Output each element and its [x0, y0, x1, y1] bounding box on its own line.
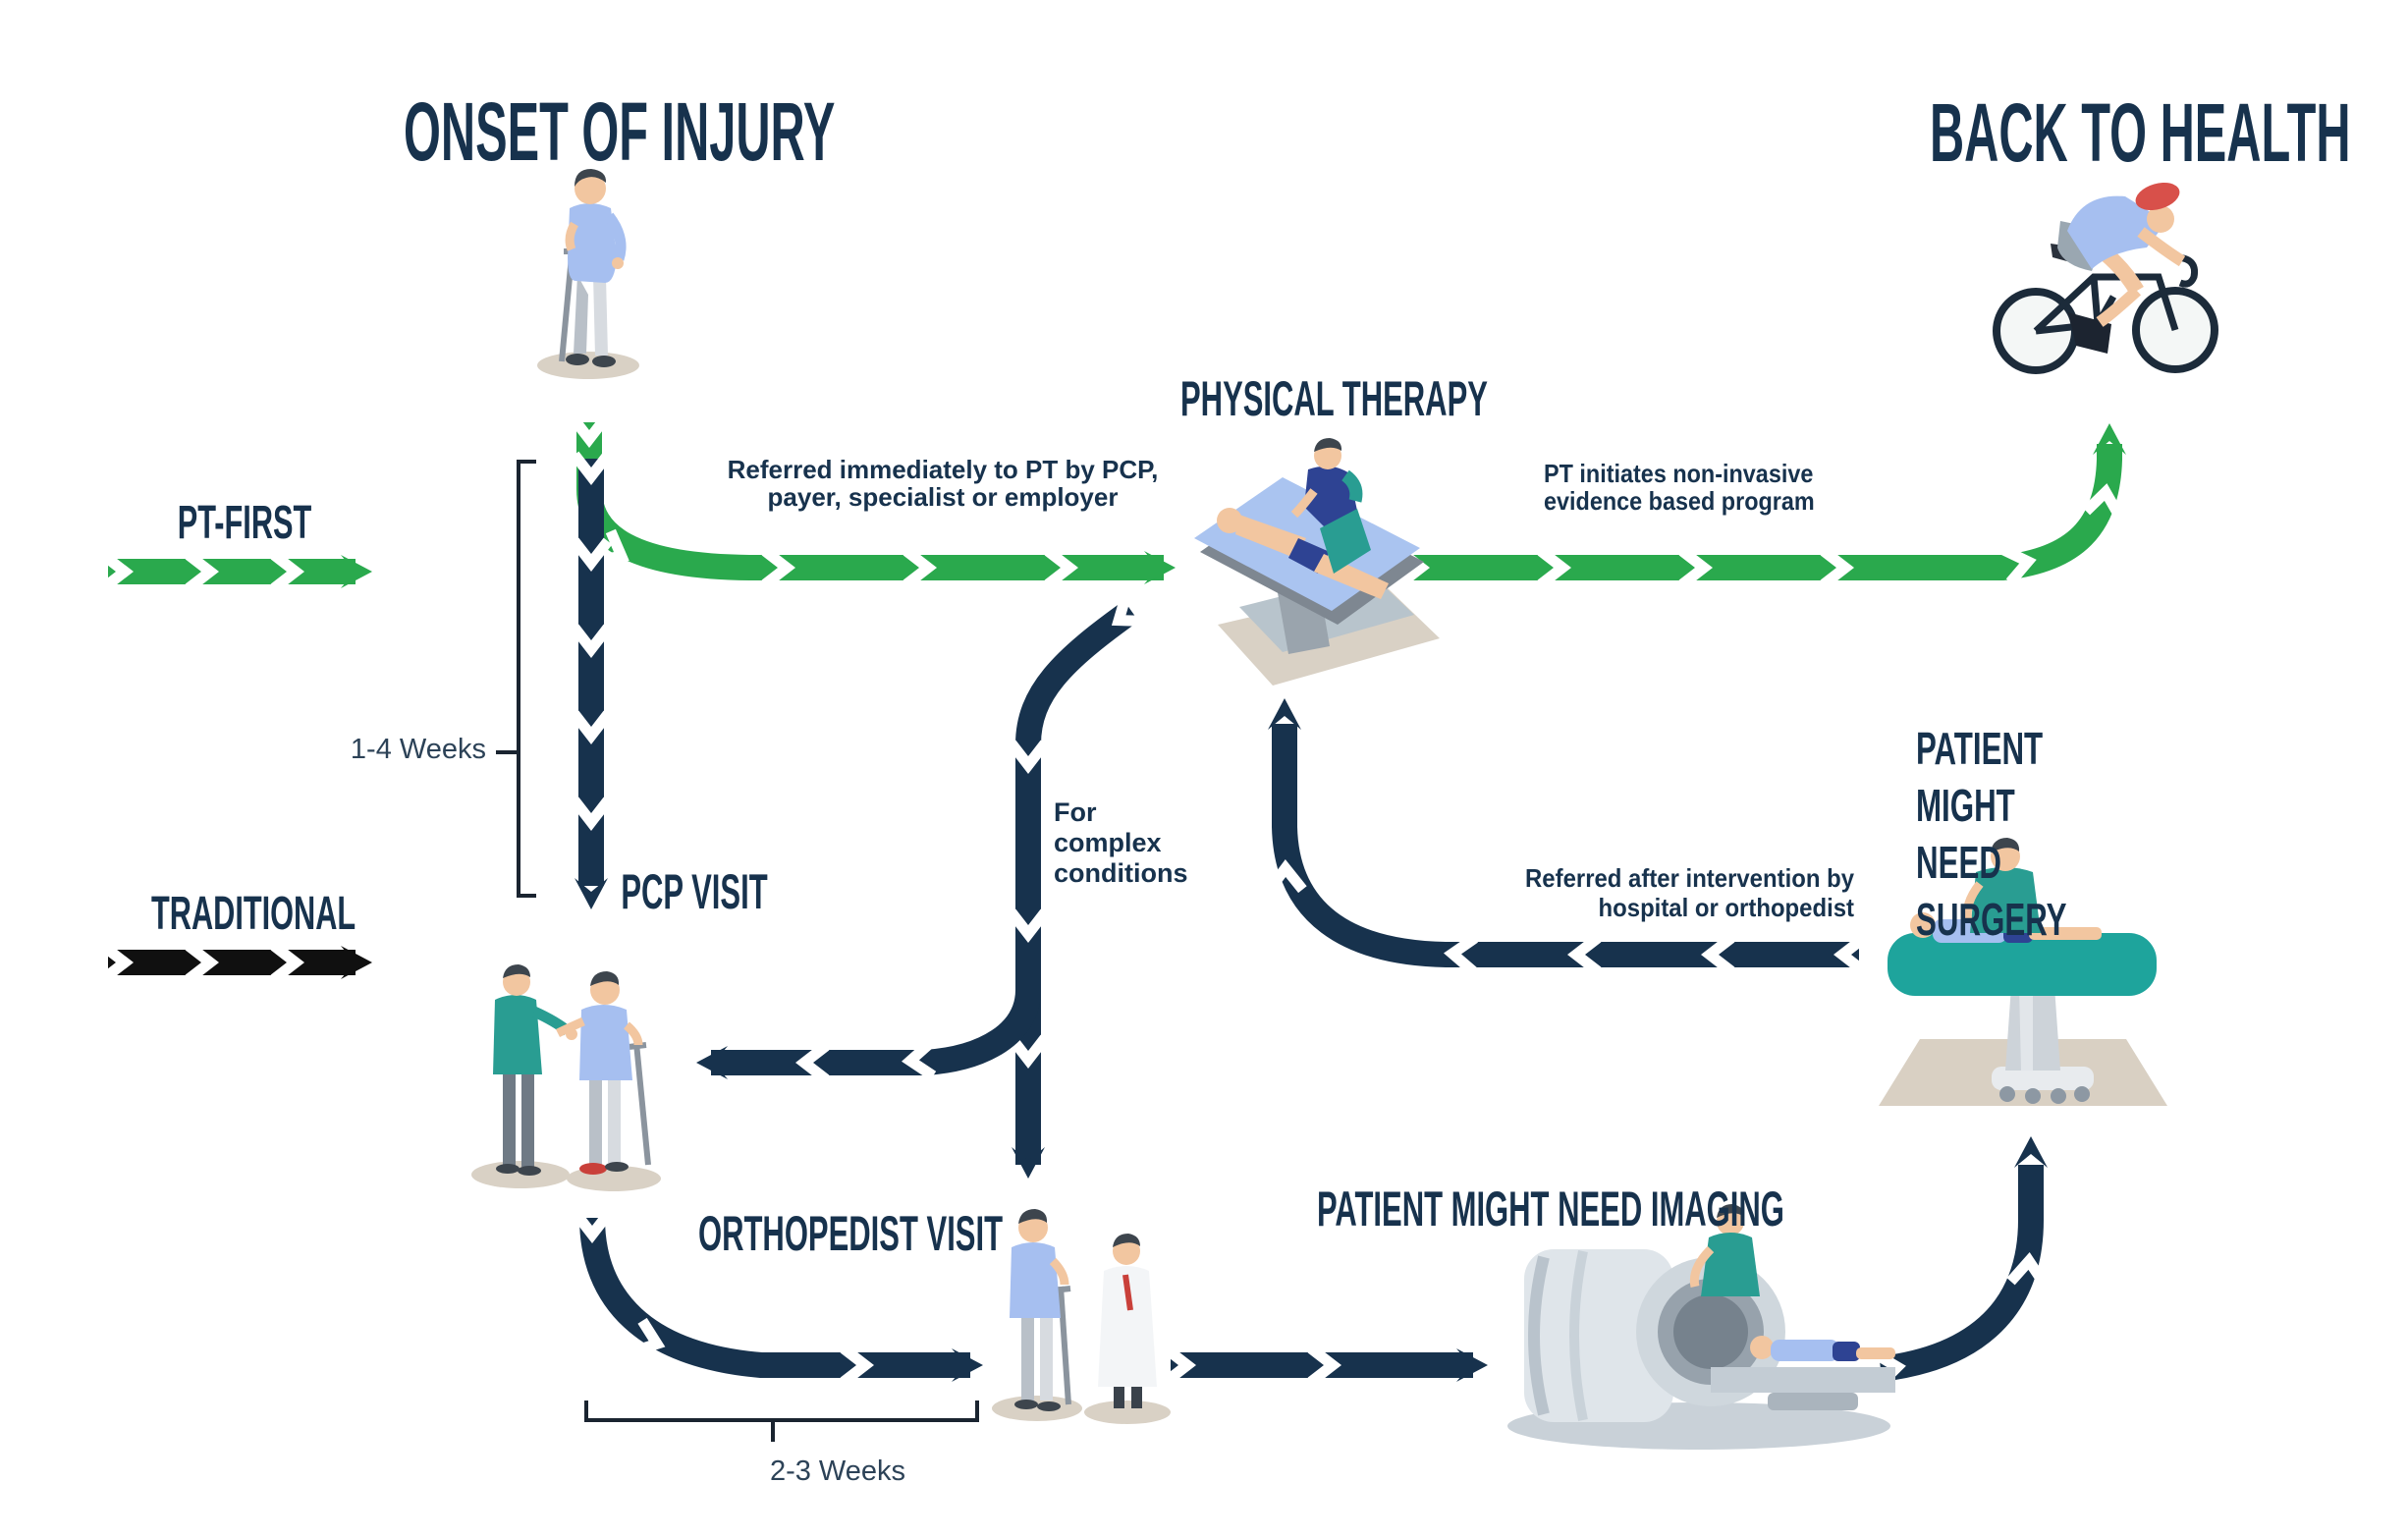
referred-after-note: Referred after intervention by hospital …	[1525, 863, 1854, 922]
path-complex-branch-to-pcp	[696, 989, 1041, 1079]
physical-therapy-title: PHYSICAL THERAPY	[1180, 371, 1488, 426]
pt-initiates-note: PT initiates non-invasive evidence based…	[1544, 459, 1815, 516]
path-complex-conditions	[1012, 594, 1146, 1179]
imaging-title: PATIENT MIGHT NEED IMAGING	[1317, 1181, 1784, 1236]
surgery-title: PATIENT MIGHT NEED SURGERY	[1916, 723, 2067, 945]
pcp-visit-title: PCP VISIT	[621, 864, 768, 919]
weeks-1-4-label: 1-4 Weeks	[350, 734, 486, 765]
onset-title: ONSET OF INJURY	[404, 85, 836, 178]
referred-immediately-note: Referred immediately to PT by PCP, payer…	[727, 455, 1159, 512]
weeks-2-3-label: 2-3 Weeks	[769, 1456, 906, 1487]
legend-pt-first-label: PT-FIRST	[177, 497, 312, 549]
pt-first-legend-arrow-icon	[103, 555, 372, 588]
path-surgery-to-pt	[1268, 698, 1864, 971]
bracket-2-3-weeks	[584, 1401, 979, 1442]
surgery-illustration	[1879, 838, 2167, 1106]
bracket-1-4-weeks	[496, 460, 536, 898]
path-onset-to-pcp	[575, 455, 608, 909]
physical-therapy-illustration	[1194, 438, 1440, 686]
path-pt-to-health	[1399, 423, 2126, 584]
legend-traditional-label: TRADITIONAL	[151, 888, 356, 940]
cyclist-illustration	[1993, 182, 2218, 374]
path-imaging-to-surgery	[1874, 1136, 2048, 1386]
path-orthopedist-to-imaging	[1166, 1348, 1488, 1382]
for-complex-conditions-note: For complex conditions	[1054, 797, 1188, 888]
orthopedist-visit-title: ORTHOPEDIST VISIT	[698, 1206, 1004, 1261]
orthopedist-visit-illustration	[992, 1209, 1171, 1424]
injured-person-illustration	[537, 169, 639, 379]
back-to-health-title: BACK TO HEALTH	[1930, 86, 2351, 179]
pcp-visit-illustration	[471, 964, 661, 1191]
traditional-legend-arrow-icon	[103, 946, 372, 979]
path-pcp-to-orthopedist	[575, 1213, 983, 1382]
mri-imaging-illustration	[1507, 1204, 1895, 1450]
